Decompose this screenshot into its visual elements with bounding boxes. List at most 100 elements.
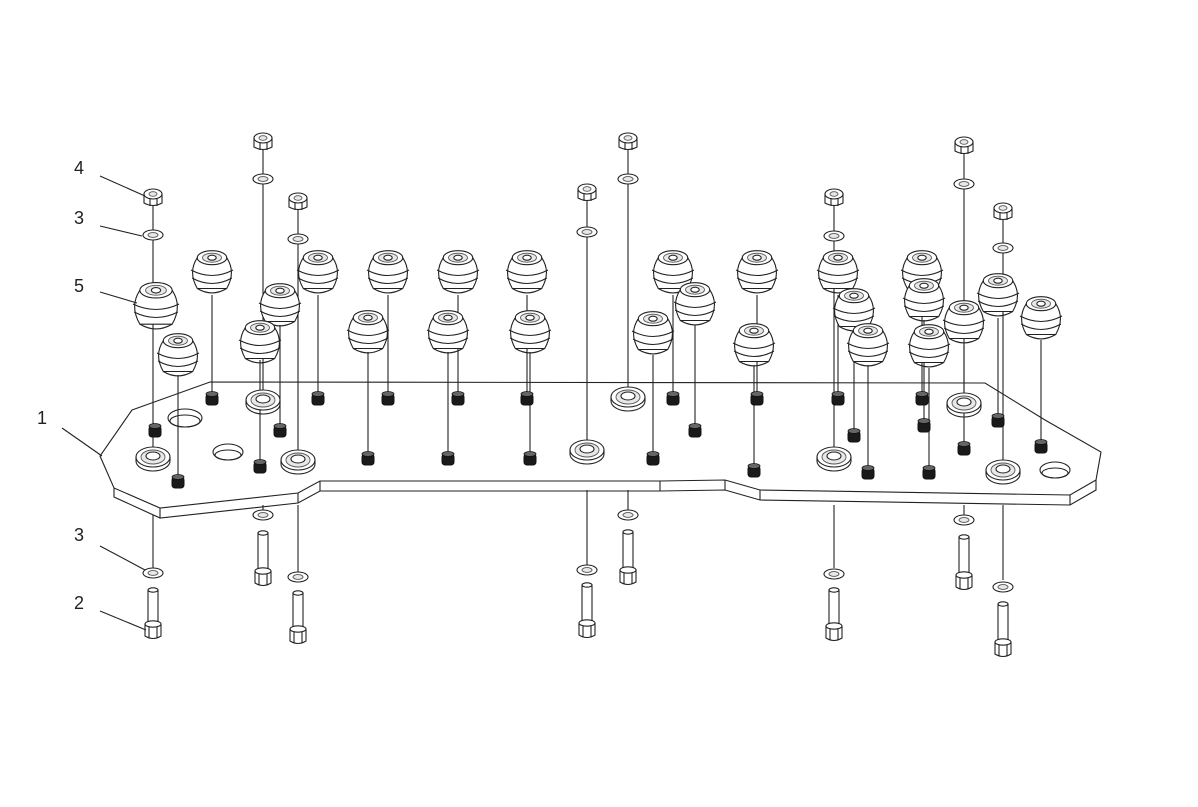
cap-screw <box>619 529 637 586</box>
stud-nut <box>646 451 660 466</box>
grommet <box>135 446 171 472</box>
damper <box>436 250 480 294</box>
lock-nut <box>253 132 273 151</box>
washer <box>287 233 309 245</box>
stud-nut <box>917 418 931 433</box>
vibration-dampers <box>132 250 1063 377</box>
cap-screw <box>825 587 843 642</box>
damper <box>258 283 302 327</box>
stud-nut <box>750 391 764 406</box>
stud-nut <box>747 463 761 478</box>
stud-nut <box>381 391 395 406</box>
stud-nut <box>361 451 375 466</box>
stud-nut <box>205 391 219 406</box>
grommet <box>816 446 852 472</box>
callout-4: 4 <box>74 158 84 178</box>
grommet <box>569 439 605 465</box>
stud-nut <box>831 391 845 406</box>
cap-screw <box>578 582 596 639</box>
assembly-axis-lines <box>152 150 1042 478</box>
grommet <box>280 449 316 475</box>
washer <box>992 242 1014 254</box>
washer <box>287 571 309 583</box>
damper <box>732 323 776 367</box>
stud-nut <box>1034 439 1048 454</box>
stud-nut <box>523 451 537 466</box>
damper <box>190 250 234 294</box>
cap-screw <box>994 601 1012 658</box>
washer <box>142 567 164 579</box>
stud-nut <box>957 441 971 456</box>
damper <box>366 250 410 294</box>
grommet <box>245 389 281 415</box>
washer <box>142 229 164 241</box>
lock-nut <box>993 202 1013 221</box>
cap-screw <box>144 587 162 640</box>
stud-nut <box>861 465 875 480</box>
callout-5: 5 <box>74 276 84 296</box>
lock-nut <box>618 132 638 151</box>
washer <box>617 173 639 185</box>
damper <box>902 278 946 322</box>
stud-nut <box>688 423 702 438</box>
damper <box>1019 296 1063 340</box>
plate-studs <box>148 391 1048 489</box>
lock-nut <box>577 183 597 202</box>
damper <box>651 250 695 294</box>
stud-nut <box>451 391 465 406</box>
stud-nut <box>666 391 680 406</box>
damper <box>296 250 340 294</box>
washer <box>252 509 274 521</box>
stud-nut <box>922 465 936 480</box>
damper <box>631 311 675 355</box>
lock-nut <box>954 136 974 155</box>
damper <box>156 333 200 377</box>
stud-nut <box>148 423 162 438</box>
damper <box>426 310 470 354</box>
stud-nut <box>991 413 1005 428</box>
washer <box>992 581 1014 593</box>
stud-nut <box>520 391 534 406</box>
grommet <box>946 392 982 418</box>
washer <box>823 568 845 580</box>
washer <box>576 226 598 238</box>
washer <box>252 173 274 185</box>
washer <box>823 230 845 242</box>
washer <box>576 564 598 576</box>
damper <box>942 300 986 344</box>
stud-nut <box>847 428 861 443</box>
stud-nut <box>253 459 267 474</box>
washer <box>953 178 975 190</box>
lock-nuts <box>143 132 1013 221</box>
damper <box>673 282 717 326</box>
callout-3-top: 3 <box>74 208 84 228</box>
stud-nut <box>441 451 455 466</box>
cap-screw <box>254 530 272 587</box>
bolt-axis-lines <box>152 490 1004 580</box>
damper <box>238 320 282 364</box>
damper <box>508 310 552 354</box>
plate-grommets <box>135 386 1021 485</box>
damper <box>505 250 549 294</box>
stud-nut <box>311 391 325 406</box>
damper <box>132 282 180 330</box>
washer <box>953 514 975 526</box>
stud-nut <box>273 423 287 438</box>
cap-screws <box>144 529 1012 658</box>
callout-leaders <box>61 175 147 631</box>
lock-nut <box>143 188 163 207</box>
damper <box>846 323 890 367</box>
top-washers <box>142 173 1014 254</box>
damper <box>816 250 860 294</box>
callout-labels: 4 3 5 1 3 2 <box>37 158 84 613</box>
damper <box>735 250 779 294</box>
lock-nut <box>824 188 844 207</box>
stud-nut <box>171 474 185 489</box>
damper <box>346 310 390 354</box>
grommet <box>985 459 1021 485</box>
callout-2: 2 <box>74 593 84 613</box>
damper <box>907 324 951 368</box>
callout-3-bottom: 3 <box>74 525 84 545</box>
grommet <box>610 386 646 412</box>
